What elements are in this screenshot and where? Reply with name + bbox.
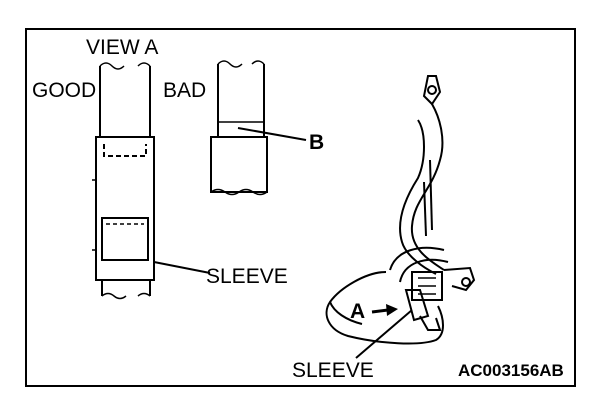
sleeve-label-view: SLEEVE [206,265,288,288]
sleeve-view-leader [153,261,211,274]
bad-label: BAD [163,79,206,102]
figure-code: AC003156AB [458,361,564,380]
bad-belt-illustration [210,60,268,196]
callout-a-letter: A [350,300,365,323]
figure-frame [25,28,576,387]
callout-a-arrow [371,304,398,316]
callout-b-letter: B [309,131,324,154]
view-title: VIEW A [86,36,158,59]
seat-belt-assembly-illustration [325,75,476,345]
good-label: GOOD [32,79,96,102]
sleeve-bottom-leader [355,309,413,359]
sleeve-label-bottom: SLEEVE [292,359,374,382]
callout-b-leader [237,127,307,141]
good-belt-illustration [92,62,155,300]
